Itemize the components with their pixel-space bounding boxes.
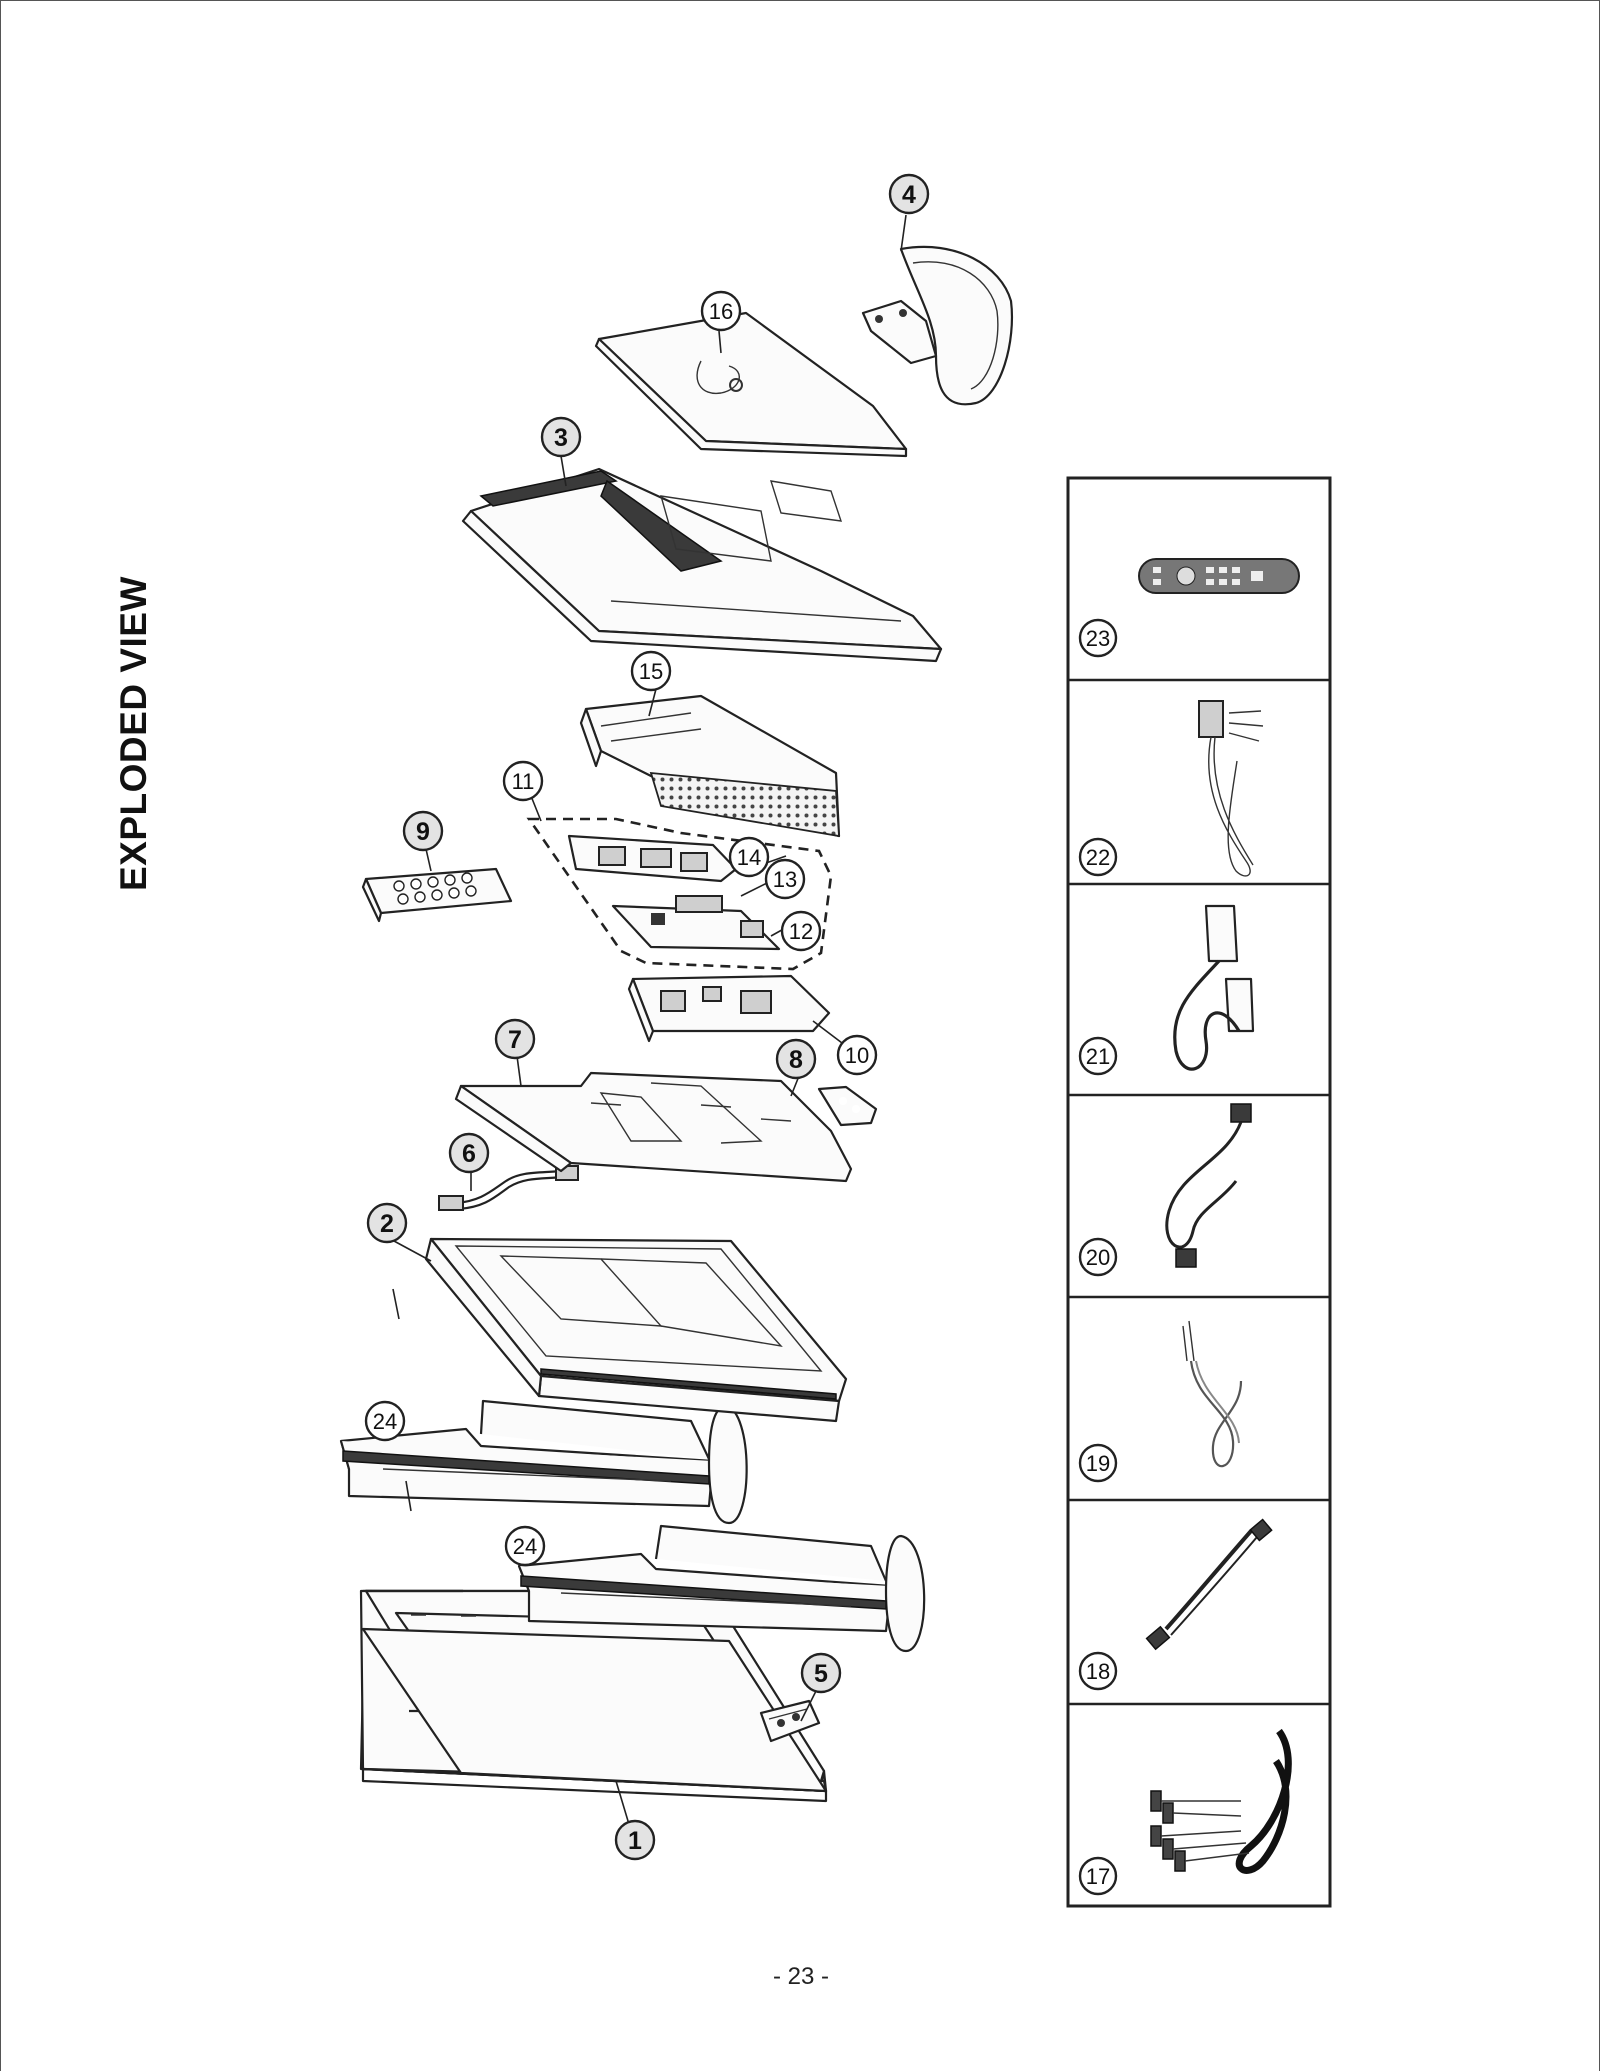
callout-20: 20 xyxy=(1078,1237,1118,1277)
callout-5-label: 5 xyxy=(814,1660,828,1688)
callout-20-label: 20 xyxy=(1086,1245,1110,1270)
callout-6-label: 6 xyxy=(462,1140,476,1168)
callout-17: 17 xyxy=(1078,1856,1118,1896)
antenna-cable-drawing xyxy=(1145,1518,1273,1651)
callout-1-label: 1 xyxy=(628,1827,642,1855)
speaker-left-drawing xyxy=(339,1399,748,1525)
d-sub-cable-drawing xyxy=(1173,904,1255,1071)
callout-6: 6 xyxy=(448,1132,490,1174)
callout-21: 21 xyxy=(1078,1036,1118,1076)
page-title: EXPLODED VIEW xyxy=(113,576,154,891)
callout-9: 9 xyxy=(402,810,444,852)
callout-24-left-label: 24 xyxy=(373,1409,397,1434)
callout-7-label: 7 xyxy=(508,1026,522,1054)
audio-cable-drawing xyxy=(1182,1320,1243,1468)
callout-1: 1 xyxy=(614,1819,656,1861)
rear-panel-drawing xyxy=(594,311,908,458)
back-cover-drawing xyxy=(461,467,943,663)
callout-23: 23 xyxy=(1078,618,1118,658)
lcd-module-drawing xyxy=(424,1237,848,1423)
callout-5: 5 xyxy=(800,1652,842,1694)
callout-22-label: 22 xyxy=(1086,845,1110,870)
page-number: - 23 - xyxy=(772,1963,829,1990)
callout-13-label: 13 xyxy=(773,867,797,892)
callout-10: 10 xyxy=(836,1034,878,1076)
main-board-assembly-drawing xyxy=(526,817,833,971)
callout-4: 4 xyxy=(888,173,930,215)
callout-2-label: 2 xyxy=(380,1210,394,1238)
callout-13: 13 xyxy=(764,858,806,900)
callout-24-right-label: 24 xyxy=(513,1534,537,1559)
callout-19-label: 19 xyxy=(1086,1451,1110,1476)
callout-12-label: 12 xyxy=(789,919,813,944)
callout-11: 11 xyxy=(502,760,544,802)
callout-18: 18 xyxy=(1078,1651,1118,1691)
callout-7: 7 xyxy=(494,1018,536,1060)
callout-22: 22 xyxy=(1078,837,1118,877)
accessories-table: 23 22 21 20 19 18 17 xyxy=(1066,476,1332,1908)
callout-9-label: 9 xyxy=(416,818,430,846)
remote-control-drawing xyxy=(1138,558,1300,594)
callout-24-left: 24 xyxy=(364,1400,406,1442)
power-switch-board-drawing xyxy=(817,1085,878,1127)
callout-23-label: 23 xyxy=(1086,626,1110,651)
speaker-right-drawing xyxy=(517,1524,926,1653)
callout-11-label: 11 xyxy=(512,769,535,794)
callout-18-label: 18 xyxy=(1086,1659,1110,1684)
callout-16: 16 xyxy=(700,290,742,332)
av-cable-drawing xyxy=(1150,1728,1292,1874)
callout-15: 15 xyxy=(630,650,672,692)
callout-24-right: 24 xyxy=(504,1525,546,1567)
stand-base-drawing xyxy=(861,245,1013,406)
callout-8-label: 8 xyxy=(789,1046,803,1074)
callout-14-label: 14 xyxy=(737,845,761,870)
power-cord-drawing xyxy=(1165,1103,1252,1268)
callout-12: 12 xyxy=(780,910,822,952)
control-board-drawing xyxy=(759,1699,821,1743)
callout-10-label: 10 xyxy=(845,1043,869,1068)
lvds-cable-drawing xyxy=(438,1165,579,1211)
callout-16-label: 16 xyxy=(709,299,733,324)
callout-4-label: 4 xyxy=(902,181,916,209)
callout-14: 14 xyxy=(728,836,770,878)
bezel-drawing xyxy=(361,1627,828,1793)
main-frame-drawing xyxy=(454,1071,853,1183)
callout-8: 8 xyxy=(775,1038,817,1080)
power-supply-drawing xyxy=(579,694,841,838)
terminal-plate-drawing xyxy=(361,867,513,923)
callout-3-label: 3 xyxy=(554,424,568,452)
callout-15-label: 15 xyxy=(639,659,663,684)
callout-17-label: 17 xyxy=(1086,1864,1110,1889)
callout-3: 3 xyxy=(540,416,582,458)
scart-cable-drawing xyxy=(1198,700,1264,877)
callout-21-label: 21 xyxy=(1086,1044,1110,1069)
callout-19: 19 xyxy=(1078,1443,1118,1483)
sub-board-drawing xyxy=(627,974,831,1043)
callout-2: 2 xyxy=(366,1202,408,1244)
